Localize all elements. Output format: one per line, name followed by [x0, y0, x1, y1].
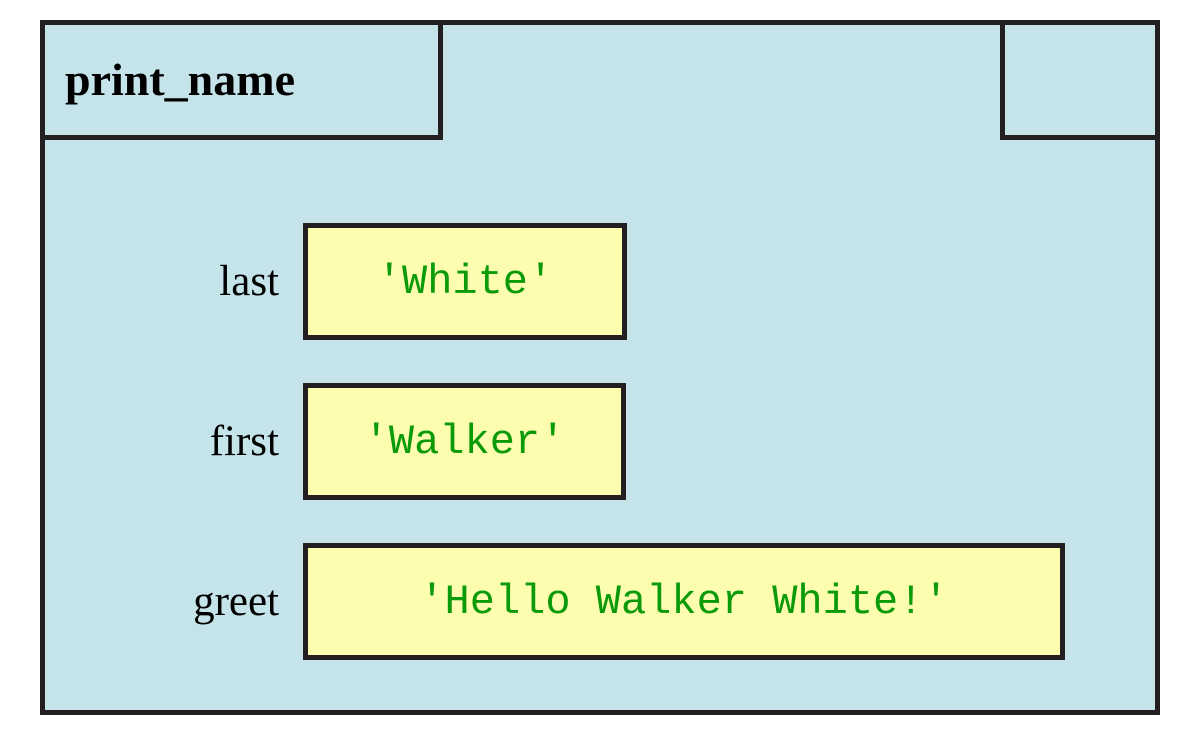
- call-frame-header: print_name: [45, 25, 1155, 140]
- variable-row: greet 'Hello Walker White!': [45, 543, 1155, 660]
- variable-value-box-last: 'White': [303, 223, 627, 340]
- variable-value-box-greet: 'Hello Walker White!': [303, 543, 1065, 660]
- variable-list: last 'White' first 'Walker' greet 'Hello…: [45, 140, 1155, 660]
- variable-value-last: 'White': [376, 257, 554, 306]
- call-frame-return-slot: [1000, 25, 1155, 140]
- variable-value-first: 'Walker': [363, 417, 566, 466]
- variable-name-first: first: [209, 418, 279, 465]
- call-frame-title-box: print_name: [45, 25, 443, 140]
- call-frame: print_name last 'White' first 'Walker' g…: [40, 20, 1160, 715]
- variable-name-greet: greet: [193, 578, 279, 625]
- call-frame-title: print_name: [65, 54, 295, 105]
- variable-row: first 'Walker': [45, 383, 1155, 500]
- variable-name-last: last: [219, 258, 279, 305]
- variable-value-box-first: 'Walker': [303, 383, 626, 500]
- variable-value-greet: 'Hello Walker White!': [419, 577, 949, 626]
- variable-row: last 'White': [45, 223, 1155, 340]
